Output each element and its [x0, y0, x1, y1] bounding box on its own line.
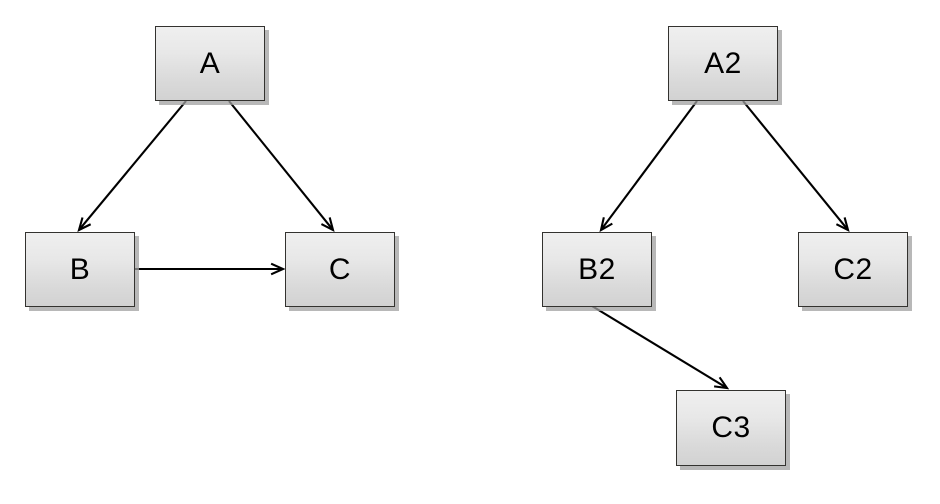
node-label: A2	[704, 46, 742, 80]
arrowhead-icon	[270, 262, 286, 276]
node-label: C2	[833, 252, 873, 286]
node-label: B	[69, 252, 91, 286]
edge-line	[591, 305, 726, 388]
node-a2[interactable]: A2	[668, 26, 778, 101]
edge-b-c[interactable]	[135, 262, 286, 276]
node-label: C3	[711, 411, 751, 444]
node-c[interactable]: C	[285, 232, 395, 307]
node-c2[interactable]: C2	[798, 232, 908, 307]
edge-line	[79, 100, 187, 230]
edge-b2-c3[interactable]	[591, 305, 730, 390]
node-c3[interactable]: C3	[676, 390, 786, 466]
edge-line	[601, 100, 698, 230]
edge-a2-c2[interactable]	[742, 100, 850, 232]
edge-line	[742, 100, 848, 230]
edge-a-c[interactable]	[228, 100, 335, 233]
arrowhead-icon	[599, 217, 613, 233]
edge-line	[228, 100, 333, 230]
node-label: C	[328, 252, 352, 286]
edge-a-b[interactable]	[77, 100, 187, 232]
node-b[interactable]: B	[25, 232, 135, 307]
arrowhead-icon	[713, 376, 730, 390]
arrowhead-icon	[77, 217, 92, 232]
arrowhead-icon	[835, 217, 850, 232]
edge-a2-b2[interactable]	[599, 100, 698, 233]
node-b2[interactable]: B2	[542, 232, 652, 307]
node-label: B2	[578, 252, 616, 286]
arrowhead-icon	[320, 217, 335, 233]
node-a[interactable]: A	[155, 26, 265, 101]
node-label: A	[199, 46, 221, 80]
